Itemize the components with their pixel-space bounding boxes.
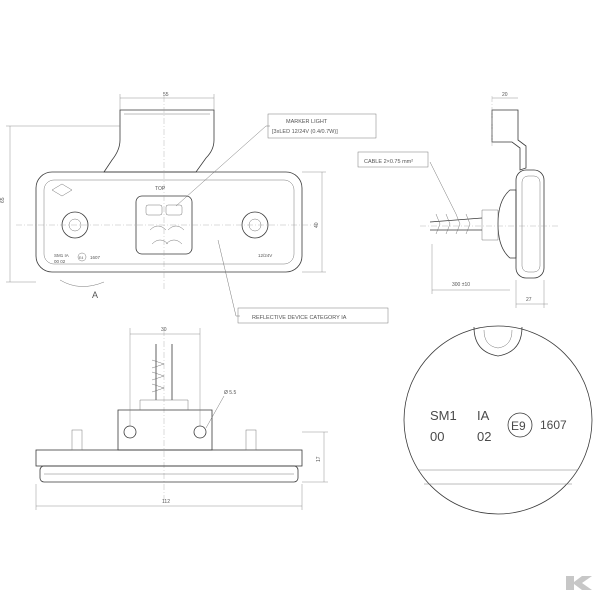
detail-category: IA xyxy=(477,408,490,423)
top-marking: TOP xyxy=(155,186,166,192)
detail-number: 1607 xyxy=(540,418,567,432)
dim-lens-height: 40 xyxy=(314,222,320,228)
dim-bottom-mount-width: 30 xyxy=(161,327,167,333)
code-marking: SM1 IA xyxy=(54,253,69,258)
brand-logo-icon xyxy=(564,572,594,594)
detail-code: SM1 xyxy=(430,408,457,423)
voltage-marking: 12/24V xyxy=(258,253,272,258)
detail-code-2: 00 xyxy=(430,429,444,444)
side-view xyxy=(420,96,560,279)
reflective-callout: REFLECTIVE DEVICE CATEGORY IA xyxy=(217,239,389,324)
bottom-dimensions: 30 Ø 5.5 17 112 xyxy=(35,327,328,510)
code-marking-2: 00 02 xyxy=(54,259,66,264)
side-dimensions: 20 300 ±10 27 CABLE 2×0.75 mm² xyxy=(357,92,548,308)
dim-overall-width: 112 xyxy=(162,499,170,505)
emark-small: E4 xyxy=(79,256,83,260)
marker-light-spec: [3xLED 12/24V (0.4/0.7W)] xyxy=(272,129,338,135)
cable-label: CABLE 2×0.75 mm² xyxy=(364,159,413,165)
front-dimensions: 55 65 40 xyxy=(0,92,326,283)
marker-light-callout: MARKER LIGHT [3xLED 12/24V (0.4/0.7W)] xyxy=(175,113,377,207)
hole-label: Ø 5.5 xyxy=(224,390,236,396)
dim-height-overall: 65 xyxy=(0,197,6,203)
detail-category-2: 02 xyxy=(477,429,491,444)
detail-view: SM1 IA E9 1607 00 02 xyxy=(403,325,593,515)
front-view: TOP SM1 IA 00 02 E4 1607 12/24V A xyxy=(16,96,318,300)
bottom-view xyxy=(35,330,303,500)
marker-light-title: MARKER LIGHT xyxy=(286,119,328,125)
approval-small: 1607 xyxy=(90,255,101,260)
reflective-label: REFLECTIVE DEVICE CATEGORY IA xyxy=(252,315,347,321)
view-ref-label: A xyxy=(92,290,98,300)
dim-top-mount-width: 55 xyxy=(163,92,169,98)
dim-side-depth: 27 xyxy=(526,297,532,303)
detail-emark: E9 xyxy=(511,419,526,433)
dim-side-top: 20 xyxy=(502,92,508,98)
dim-cable-length: 300 ±10 xyxy=(452,282,470,288)
dim-bottom-height: 17 xyxy=(316,456,322,462)
